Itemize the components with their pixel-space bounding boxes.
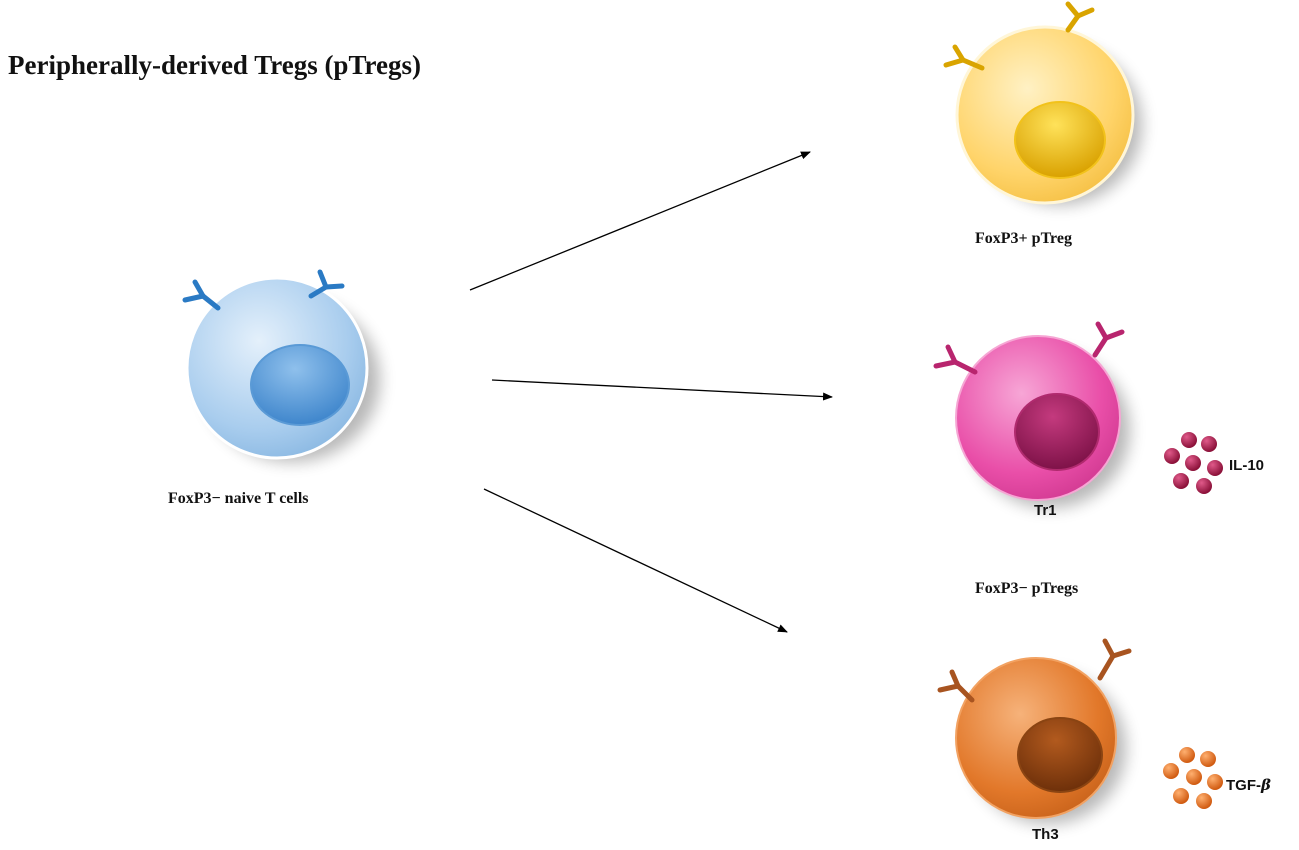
foxp3-pos-nucleus: [1014, 101, 1106, 179]
tr1-receptor-left: [933, 344, 978, 375]
il10-dot: [1207, 460, 1223, 476]
tgf-dot: [1179, 747, 1195, 763]
tgf-dot: [1207, 774, 1223, 790]
tgf-beta-label-symbol: β: [1261, 776, 1271, 794]
foxp3-pos-receptor-right: [1065, 1, 1095, 33]
il10-dot: [1173, 473, 1189, 489]
th3-receptor-left: [937, 669, 975, 703]
il10-dot: [1185, 455, 1201, 471]
il10-dot: [1164, 448, 1180, 464]
th3-cell: [937, 638, 1132, 824]
naive-receptor-right: [308, 269, 345, 299]
tr1-label: Tr1: [1034, 502, 1057, 519]
naive-nucleus: [250, 344, 350, 426]
foxp3-neg-ptregs-label: FoxP3− pTregs: [975, 580, 1079, 597]
tgf-beta-cytokine-cluster: [1163, 747, 1223, 809]
arrow-to-th3: [483, 488, 788, 633]
tgf-beta-label-prefix: TGF-: [1226, 777, 1261, 794]
tgf-dot: [1196, 793, 1212, 809]
naive-receptor-left: [182, 279, 221, 311]
tgf-dot: [1163, 763, 1179, 779]
tr1-receptor-right: [1092, 321, 1125, 358]
naive-t-cell: [182, 269, 380, 462]
foxp3-pos-receptor-left: [943, 44, 985, 71]
tr1-nucleus: [1014, 393, 1100, 471]
il10-dot: [1201, 436, 1217, 452]
diagram-title: Peripherally-derived Tregs (pTregs): [8, 50, 421, 80]
tgf-dot: [1173, 788, 1189, 804]
il10-label: IL-10: [1229, 457, 1265, 474]
tgf-dot: [1200, 751, 1216, 767]
naive-t-cell-label: FoxP3− naive T cells: [168, 490, 309, 507]
arrow-to-foxp3-pos: [469, 151, 811, 291]
il10-dot: [1196, 478, 1212, 494]
th3-receptor-right: [1097, 638, 1132, 681]
th3-nucleus: [1017, 717, 1103, 793]
arrow-to-tr1: [491, 379, 833, 401]
tgf-beta-label: TGF-β: [1226, 776, 1271, 794]
il10-dot: [1181, 432, 1197, 448]
th3-label: Th3: [1032, 826, 1059, 843]
tr1-cell: [933, 321, 1130, 508]
il10-cytokine-cluster: [1164, 432, 1223, 494]
tgf-dot: [1186, 769, 1202, 785]
foxp3-pos-ptreg-label: FoxP3+ pTreg: [975, 230, 1072, 247]
foxp3-pos-cell: [943, 1, 1142, 205]
